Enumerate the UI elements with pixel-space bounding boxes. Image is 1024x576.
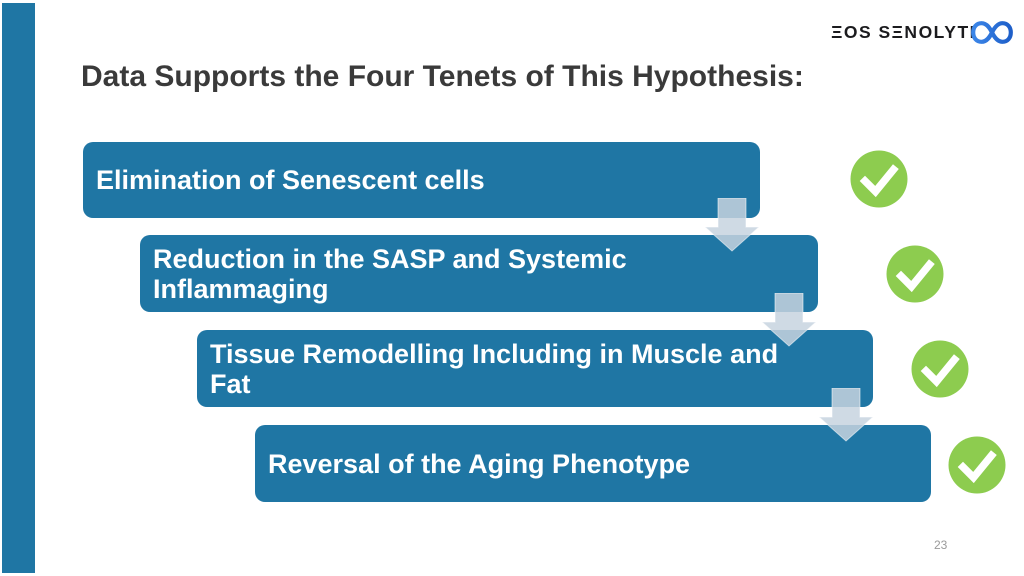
tenet-label: Elimination of Senescent cells [96, 165, 485, 195]
tenet-box-aging-reversal: Reversal of the Aging Phenotype [255, 425, 931, 502]
tenet-label: Reduction in the SASP and Systemic Infla… [153, 243, 627, 304]
infinity-icon [971, 21, 1013, 44]
brand-logo-text: ΞOS SΞNOLYTI [831, 21, 976, 42]
down-arrow-icon [704, 198, 760, 252]
brand-logo: ΞOS SΞNOLYTI [831, 16, 1015, 48]
tenet-label: Reversal of the Aging Phenotype [268, 448, 691, 479]
tenet-box-tissue-remodelling: Tissue Remodelling Including in Muscle a… [197, 330, 873, 407]
down-arrow-icon [818, 388, 874, 442]
slide-title: Data Supports the Four Tenets of This Hy… [81, 60, 804, 93]
check-circle-icon [886, 245, 944, 303]
page-number: 23 [934, 538, 948, 552]
check-circle-icon [850, 150, 908, 208]
left-accent-bar [2, 3, 35, 573]
tenet-box-elimination: Elimination of Senescent cells [83, 142, 760, 218]
tenet-box-sasp-reduction: Reduction in the SASP and Systemic Infla… [140, 235, 818, 312]
check-circle-icon [948, 436, 1006, 494]
tenet-label: Tissue Remodelling Including in Muscle a… [210, 338, 779, 399]
check-circle-icon [911, 340, 969, 398]
down-arrow-icon [761, 293, 817, 347]
